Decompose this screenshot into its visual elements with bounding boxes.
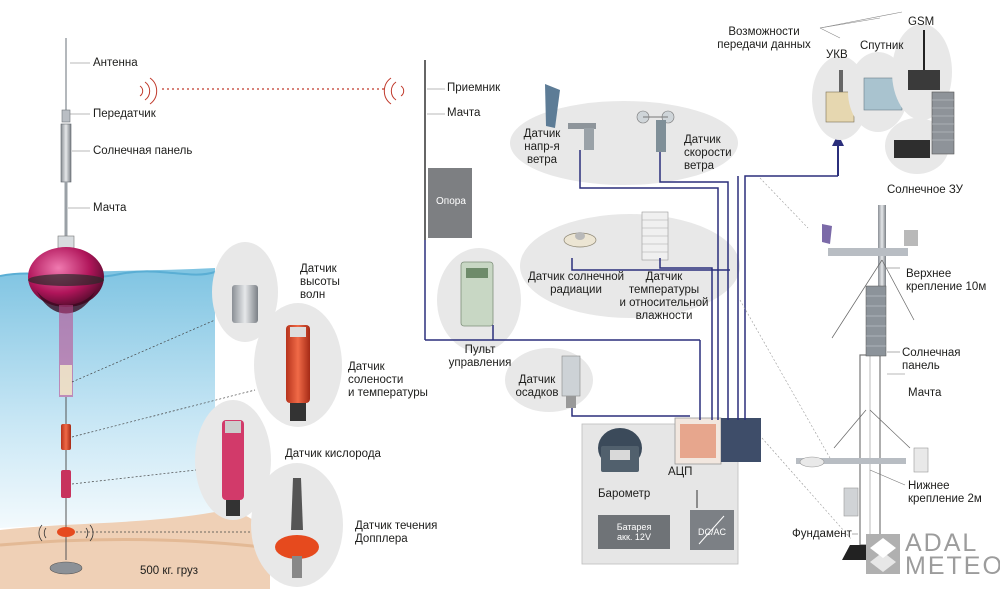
battery-unit — [598, 515, 670, 549]
brand-line-1: ADAL — [905, 529, 979, 557]
anchor-weight — [49, 561, 83, 575]
bubble-wind-sensors — [510, 101, 738, 185]
label-wave-sensor: Датчик высоты волн — [300, 263, 340, 301]
label-upper-mount: Верхнее крепление 10м — [906, 268, 987, 293]
label-buoy-mast: Мачта — [93, 202, 127, 214]
label-foundation: Фундамент — [792, 528, 852, 540]
label-comms-title: Возможности передачи данных — [717, 26, 811, 51]
chain-sensor-oxygen — [61, 470, 71, 498]
brand-line-2: METEO — [905, 552, 1000, 580]
buoy-solar-panel — [60, 123, 72, 183]
label-oxygen-sensor: Датчик кислорода — [285, 448, 381, 460]
label-wind-dir-sensor: Датчик напр-я ветра — [523, 128, 561, 166]
label-adc: АЦП — [668, 466, 693, 478]
label-salinity-sensor: Датчик солености и температуры — [348, 361, 428, 399]
transmitter-unit — [61, 109, 71, 123]
label-solar-rad-sensor: Датчик солнечной радиации — [527, 271, 625, 296]
label-gsm: GSM — [908, 16, 935, 28]
tower-upper-pole — [878, 205, 886, 355]
label-barometer: Барометр — [598, 488, 651, 500]
brand-logo-icon — [866, 534, 900, 574]
label-tower-solar-panel: Солнечная панель — [902, 347, 961, 372]
label-receiver-mast: Мачта — [447, 107, 481, 119]
label-solar-charger: Солнечное ЗУ — [887, 184, 963, 196]
label-vhf: УКВ — [826, 49, 848, 61]
label-wind-speed-sensor: Датчик скорости ветра — [684, 134, 732, 172]
label-temp-hum-sensor: Датчик температуры и относительной влажн… — [619, 271, 709, 322]
label-antenna: Антенна — [93, 57, 138, 69]
label-tower-mast: Мачта — [908, 387, 942, 399]
label-support: Опора — [436, 196, 466, 207]
brand-wordmark: ADAL METEO — [905, 529, 1000, 580]
label-receiver: Приемник — [447, 82, 501, 94]
label-lower-mount: Нижнее крепление 2м — [908, 480, 982, 505]
label-weight: 500 кг. груз — [140, 565, 199, 577]
label-control-panel: Пульт управления — [448, 344, 512, 369]
label-dcac: DC/AC — [697, 527, 726, 537]
label-doppler-sensor: Датчик течения Допплера — [355, 520, 438, 545]
label-rain-sensor: Датчик осадков — [515, 374, 559, 399]
label-satellite: Спутник — [860, 40, 904, 52]
label-transmitter: Передатчик — [93, 108, 156, 120]
label-battery: Батарея акк. 12V — [616, 522, 652, 542]
tower-solar-panel — [865, 285, 887, 357]
label-buoy-solar-panel: Солнечная панель — [93, 145, 193, 157]
sea-area — [0, 268, 215, 528]
support-box — [428, 168, 472, 238]
chain-sensor-doppler — [57, 527, 75, 537]
chain-sensor-salinity — [61, 424, 71, 450]
